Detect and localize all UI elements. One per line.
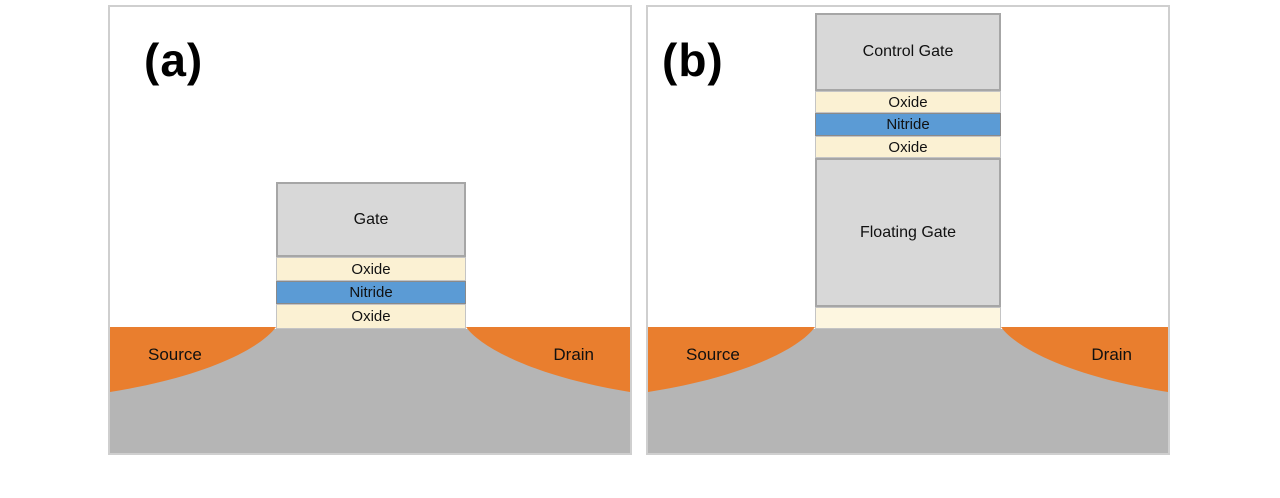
nitride-layer: Nitride bbox=[276, 281, 466, 304]
source-label: Source bbox=[686, 345, 740, 364]
panel-b-label: (b) bbox=[662, 34, 724, 86]
gate-stack-a: Gate Oxide Nitride Oxide bbox=[276, 182, 466, 329]
oxide-mid-label: Oxide bbox=[888, 138, 928, 156]
oxide-mid-layer: Oxide bbox=[815, 136, 1001, 158]
oxide-top-layer: Oxide bbox=[276, 257, 466, 281]
drain-region bbox=[1001, 327, 1168, 392]
drain-region bbox=[466, 327, 630, 392]
gate-stack-b: Control Gate Oxide Nitride Oxide Floatin… bbox=[815, 13, 1001, 329]
oxide-top-label: Oxide bbox=[351, 260, 391, 278]
control-gate-layer: Control Gate bbox=[815, 13, 1001, 91]
nitride-label: Nitride bbox=[886, 116, 930, 133]
floating-gate-label: Floating Gate bbox=[859, 223, 957, 241]
oxide-bottom-layer: Oxide bbox=[276, 304, 466, 329]
drain-label: Drain bbox=[1091, 345, 1132, 364]
gate-layer: Gate bbox=[276, 182, 466, 257]
tunnel-oxide-layer bbox=[815, 307, 1001, 329]
source-region bbox=[110, 327, 276, 392]
control-gate-label: Control Gate bbox=[862, 43, 954, 60]
source-label: Source bbox=[148, 345, 202, 364]
floating-gate-layer: Floating Gate bbox=[815, 158, 1001, 307]
gate-label: Gate bbox=[353, 210, 389, 228]
panel-a-label: (a) bbox=[144, 34, 204, 86]
oxide-top-label: Oxide bbox=[888, 93, 928, 111]
drain-label: Drain bbox=[553, 345, 594, 364]
panel-a: (a) Gate Oxide Nitride Oxide Source Drai… bbox=[108, 5, 632, 455]
nitride-label: Nitride bbox=[349, 284, 393, 301]
panel-b: (b) Control Gate Oxide Nitride Oxide Flo… bbox=[646, 5, 1170, 455]
source-region bbox=[648, 327, 815, 392]
panel-b-substrate-drawing bbox=[648, 327, 1168, 453]
nitride-layer: Nitride bbox=[815, 113, 1001, 136]
oxide-top-layer: Oxide bbox=[815, 91, 1001, 113]
panel-a-substrate-drawing bbox=[110, 327, 630, 453]
oxide-bottom-label: Oxide bbox=[351, 308, 391, 325]
